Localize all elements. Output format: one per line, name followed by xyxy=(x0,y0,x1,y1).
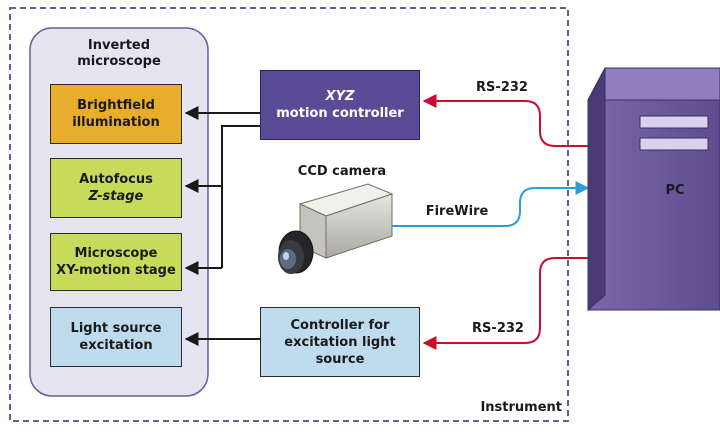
rs232-top-link xyxy=(422,94,588,147)
brightfield-illumination-box: Brightfield illumination xyxy=(50,84,182,144)
microscope-title: Inverted microscope xyxy=(50,38,188,70)
pc-tower-icon xyxy=(587,67,720,312)
light-source-excitation-box: Light source excitation xyxy=(50,307,182,367)
rs232-bottom-link xyxy=(422,257,588,350)
ccd-camera-label: CCD camera xyxy=(297,164,387,179)
brightfield-label-line-1: Brightfield xyxy=(77,98,155,113)
autofocus-label-line-2: Z-stage xyxy=(88,189,144,204)
ccd-camera-icon xyxy=(278,183,394,274)
xyz-controller-line-1: XYZ xyxy=(325,89,355,104)
xyz-bus-line xyxy=(221,125,260,268)
pc-label: PC xyxy=(665,183,685,198)
firewire-link xyxy=(388,181,590,227)
lightsource-label-line-1: Light source xyxy=(70,321,162,336)
microscope-title-line-1: Inverted xyxy=(87,38,151,53)
excitation-light-controller-box: Controller for excitation light source xyxy=(260,307,420,377)
microscope-title-line-2: microscope xyxy=(77,54,161,69)
excitation-controller-line-2: excitation light xyxy=(284,334,396,350)
xyz-motion-controller-box: XYZ motion controller xyxy=(260,70,420,140)
instrument-label: Instrument xyxy=(480,400,562,415)
rs232-top-label: RS-232 xyxy=(476,80,528,95)
xystage-label-line-1: Microscope xyxy=(74,246,158,261)
lightsource-label-line-2: excitation xyxy=(79,338,153,353)
xy-motion-stage-box: Microscope XY-motion stage xyxy=(50,233,182,291)
brightfield-label-line-2: illumination xyxy=(72,115,160,130)
excitation-controller-line-3: source xyxy=(315,351,365,367)
instrument-boundary xyxy=(9,7,569,422)
autofocus-label-line-1: Autofocus xyxy=(79,172,153,187)
autofocus-z-stage-box: Autofocus Z-stage xyxy=(50,158,182,218)
xyz-controller-line-2: motion controller xyxy=(276,106,404,121)
excitation-controller-line-1: Controller for xyxy=(290,317,390,333)
rs232-bottom-label: RS-232 xyxy=(472,321,524,336)
xystage-label-line-2: XY-motion stage xyxy=(56,263,176,278)
firewire-label: FireWire xyxy=(425,204,489,219)
